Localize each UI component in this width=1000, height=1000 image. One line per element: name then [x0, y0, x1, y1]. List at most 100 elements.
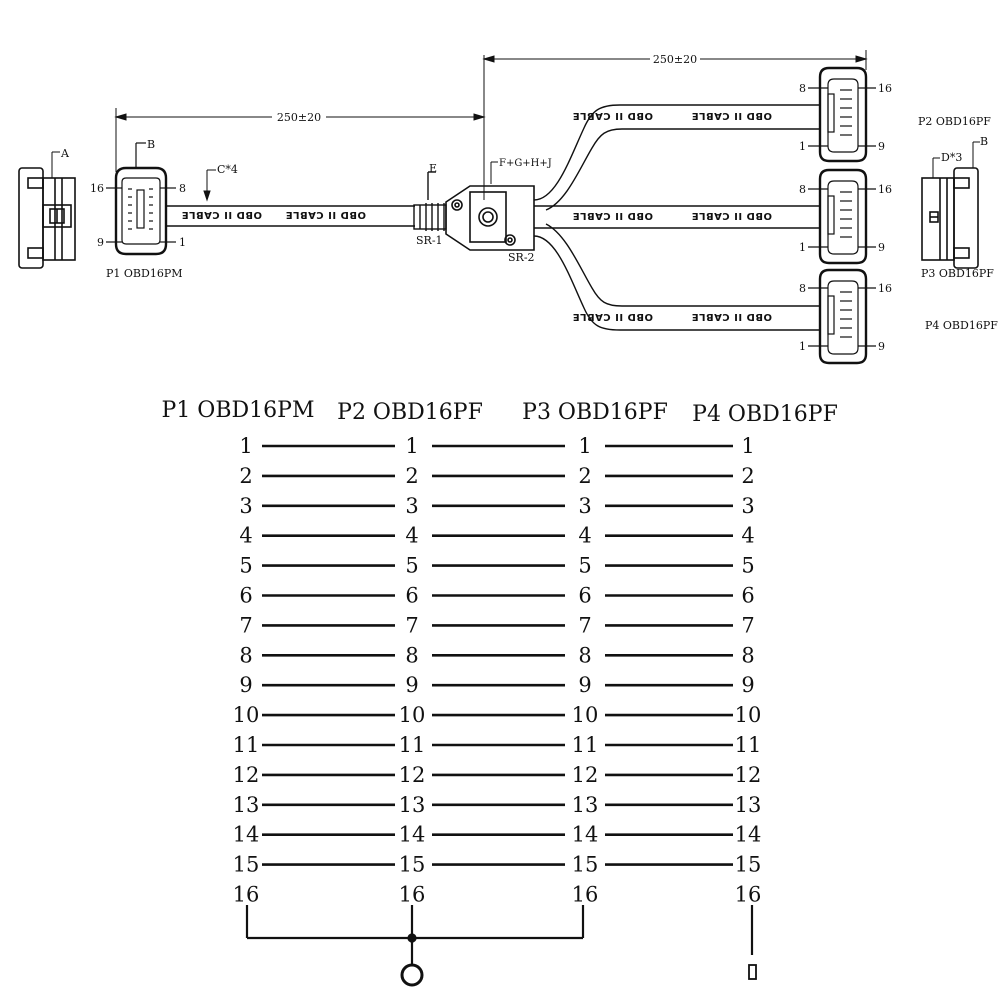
- branch-cable-p2: [533, 104, 820, 211]
- sr2-label: SR-2: [508, 251, 535, 264]
- p3-pin16-mark: 16: [878, 183, 892, 196]
- pin-label-p2-8: 8: [405, 643, 418, 667]
- pin-label-p4-4: 4: [741, 524, 754, 548]
- wiring-header-p3: P3 OBD16PF: [522, 400, 668, 425]
- pin-label-p2-6: 6: [405, 584, 418, 608]
- pin-label-p3-10: 10: [572, 703, 599, 727]
- p2-cable-text-2: OBD II CABLE: [691, 110, 772, 121]
- callout-c-leader: [203, 169, 216, 202]
- p1-pin8-mark: 8: [179, 182, 186, 195]
- main-cable-text-2: OBD II CABLE: [285, 209, 366, 220]
- pin-label-p4-1: 1: [741, 434, 754, 458]
- pin-label-p4-16: 16: [735, 883, 762, 907]
- pin-label-p3-16: 16: [572, 883, 599, 907]
- pin-label-p4-8: 8: [741, 643, 754, 667]
- pin-label-p2-1: 1: [405, 434, 418, 458]
- callout-fghj: F+G+H+J: [499, 158, 552, 169]
- pin-label-p1-3: 3: [239, 494, 252, 518]
- p1-pin9-mark: 9: [97, 236, 104, 249]
- pin-label-p2-13: 13: [399, 793, 426, 817]
- sr1-label: SR-1: [416, 234, 443, 247]
- pin-label-p1-5: 5: [239, 554, 252, 578]
- pin-label-p2-3: 3: [405, 494, 418, 518]
- pin-label-p2-10: 10: [399, 703, 426, 727]
- female-side-view: [921, 141, 980, 269]
- pin-label-p4-12: 12: [735, 763, 762, 787]
- main-cable: [166, 205, 415, 227]
- dimension-right: [482, 50, 868, 70]
- pin-label-p4-11: 11: [735, 733, 762, 757]
- pin-label-p1-15: 15: [233, 853, 260, 877]
- pin16-ground-bus: [245, 905, 757, 987]
- p2-pin8-mark: 8: [799, 82, 806, 95]
- p1-pin-cavity: [106, 142, 176, 245]
- dimension-left: [114, 55, 486, 200]
- p1-side-view: [18, 151, 76, 269]
- pin-label-p3-7: 7: [578, 613, 591, 637]
- p1-front-face: [114, 166, 168, 256]
- callout-d: D*3: [941, 151, 962, 164]
- splitter-housing: [445, 161, 535, 251]
- callout-e: E: [429, 162, 437, 175]
- pin-label-p4-6: 6: [741, 584, 754, 608]
- pin-label-p1-9: 9: [239, 673, 252, 697]
- p3-pin1-mark: 1: [799, 241, 806, 254]
- pin-label-p2-9: 9: [405, 673, 418, 697]
- pin-label-p2-15: 15: [399, 853, 426, 877]
- pin-label-p3-11: 11: [572, 733, 599, 757]
- pin-label-p3-13: 13: [572, 793, 599, 817]
- strain-relief-sr1: [413, 171, 447, 231]
- pin-label-p3-2: 2: [578, 464, 591, 488]
- p4-pin9-mark: 9: [878, 340, 885, 353]
- pin-label-p1-6: 6: [239, 584, 252, 608]
- pin-label-p2-11: 11: [399, 733, 426, 757]
- p4-pin8-mark: 8: [799, 282, 806, 295]
- pin-label-p2-4: 4: [405, 524, 418, 548]
- pin-label-p1-2: 2: [239, 464, 252, 488]
- p2-name: P2 OBD16PF: [918, 115, 991, 128]
- p4-pin1-mark: 1: [799, 340, 806, 353]
- p4-front-face: [818, 268, 868, 365]
- pin-label-p3-3: 3: [578, 494, 591, 518]
- p2-cable-text-1: OBD II CABLE: [572, 110, 653, 121]
- p4-pin-cavity: [808, 280, 876, 355]
- pin-label-p1-12: 12: [233, 763, 260, 787]
- p1-pin16-mark: 16: [90, 182, 104, 195]
- pin-label-p3-6: 6: [578, 584, 591, 608]
- pin-label-p1-8: 8: [239, 643, 252, 667]
- pin-label-p3-4: 4: [578, 524, 591, 548]
- p2-pin9-mark: 9: [878, 140, 885, 153]
- p3-pin9-mark: 9: [878, 241, 885, 254]
- pin-label-p3-14: 14: [572, 823, 599, 847]
- p3-pin8-mark: 8: [799, 183, 806, 196]
- pin-label-p4-14: 14: [735, 823, 762, 847]
- pin-label-p3-9: 9: [578, 673, 591, 697]
- pin-label-p2-16: 16: [399, 883, 426, 907]
- pin-label-p4-13: 13: [735, 793, 762, 817]
- pin-label-p2-12: 12: [399, 763, 426, 787]
- pin-label-p4-3: 3: [741, 494, 754, 518]
- main-cable-text-1: OBD II CABLE: [181, 209, 262, 220]
- p3-cable-text-1: OBD II CABLE: [572, 210, 653, 221]
- pin-label-p1-14: 14: [233, 823, 260, 847]
- branch-cable-p3: [534, 205, 820, 229]
- pin-label-p4-7: 7: [741, 613, 754, 637]
- dim-left-label: 250±20: [277, 111, 321, 124]
- pin-label-p1-13: 13: [233, 793, 260, 817]
- p1-pin1-mark: 1: [179, 236, 186, 249]
- pin-label-p4-9: 9: [741, 673, 754, 697]
- callout-b-left: B: [147, 138, 155, 151]
- pin-label-p1-1: 1: [239, 434, 252, 458]
- pin-label-p4-2: 2: [741, 464, 754, 488]
- callout-a: A: [60, 147, 70, 160]
- p4-pin16-mark: 16: [878, 282, 892, 295]
- wiring-header-p4: P4 OBD16PF: [692, 402, 838, 427]
- pin-label-p2-2: 2: [405, 464, 418, 488]
- pin-label-p3-15: 15: [572, 853, 599, 877]
- p1-name: P1 OBD16PM: [106, 267, 182, 280]
- pin-label-p1-7: 7: [239, 613, 252, 637]
- p4-cable-text-1: OBD II CABLE: [572, 311, 653, 322]
- pin-label-p2-5: 5: [405, 554, 418, 578]
- p2-pin-cavity: [808, 78, 876, 153]
